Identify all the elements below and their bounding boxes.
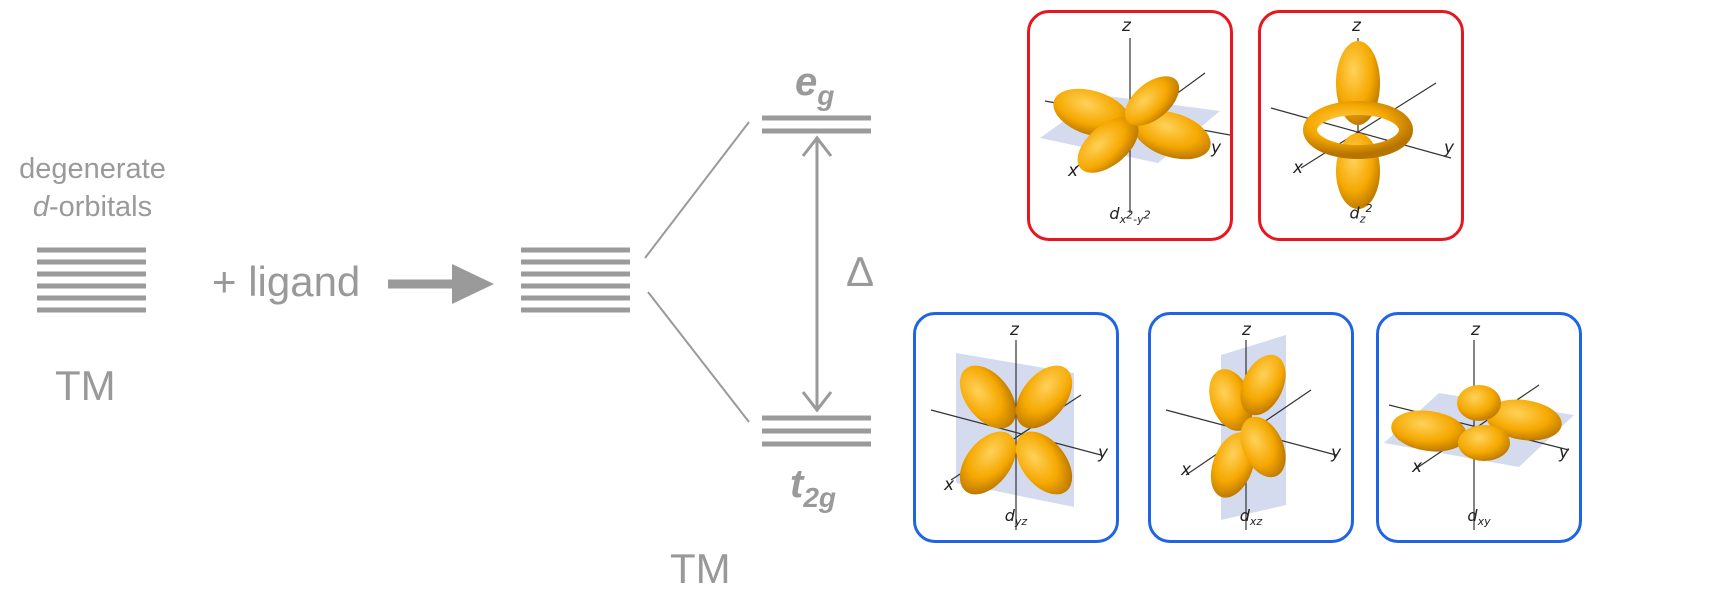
dx2-y2-orbital-icon xyxy=(1040,38,1230,213)
z-axis-label: z xyxy=(1352,16,1361,36)
delta-label: Δ xyxy=(846,248,875,295)
free-metal-label: TM xyxy=(55,362,116,409)
splitting-lines xyxy=(644,121,750,423)
y-axis-label: y xyxy=(1559,443,1570,463)
z-axis-label: z xyxy=(1242,320,1251,340)
degenerate-levels xyxy=(37,247,146,313)
degenerate-text: degenerate xyxy=(19,153,166,185)
x-axis-label: x xyxy=(1412,457,1423,477)
dz2-orbital-icon xyxy=(1270,38,1452,213)
eg-label: eg xyxy=(795,60,835,111)
delta-arrow xyxy=(801,135,833,413)
x-axis-label: x xyxy=(1068,161,1079,181)
dxy-label: dxy xyxy=(1467,505,1491,528)
z-axis-label: z xyxy=(1010,320,1019,340)
t2g-levels xyxy=(762,415,871,447)
dxz-orbital-icon xyxy=(1165,335,1337,530)
d-orbitals-text: d-orbitals xyxy=(32,191,153,223)
eg-levels xyxy=(762,115,871,134)
y-axis-label: y xyxy=(1331,443,1342,463)
y-axis-label: y xyxy=(1098,443,1109,463)
dxz-label: dxz xyxy=(1239,505,1263,528)
plus-ligand-label: + ligand xyxy=(212,258,361,305)
y-axis-label: y xyxy=(1211,138,1222,158)
y-axis-label: y xyxy=(1444,138,1455,158)
dz2-label: dz2 xyxy=(1349,202,1373,226)
orbital-card-dxz: z y x dxz xyxy=(1148,312,1354,543)
x-axis-label: x xyxy=(1293,158,1304,178)
x-axis-label: x xyxy=(1181,460,1192,480)
z-axis-label: z xyxy=(1122,16,1131,36)
dxy-orbital-icon xyxy=(1384,340,1574,530)
t2g-label: t2g xyxy=(790,462,837,513)
complex-metal-label: TM xyxy=(670,545,731,592)
reaction-arrow xyxy=(388,264,494,304)
dx2-y2-label: dx2-y2 xyxy=(1109,203,1151,226)
dyz-orbital-icon xyxy=(930,340,1102,530)
orbital-card-dz2: z y x dz2 xyxy=(1258,10,1464,241)
orbital-card-dyz: z y x dyz xyxy=(913,312,1119,543)
complex-levels xyxy=(521,247,630,313)
orbital-card-dx2-y2: z y x dx2-y2 xyxy=(1027,10,1233,241)
dyz-label: dyz xyxy=(1004,505,1028,528)
degenerate-label: degenerate d-orbitals xyxy=(0,150,185,226)
z-axis-label: z xyxy=(1471,320,1480,340)
orbital-card-dxy: z y x dxy xyxy=(1376,312,1582,543)
x-axis-label: x xyxy=(944,475,955,495)
